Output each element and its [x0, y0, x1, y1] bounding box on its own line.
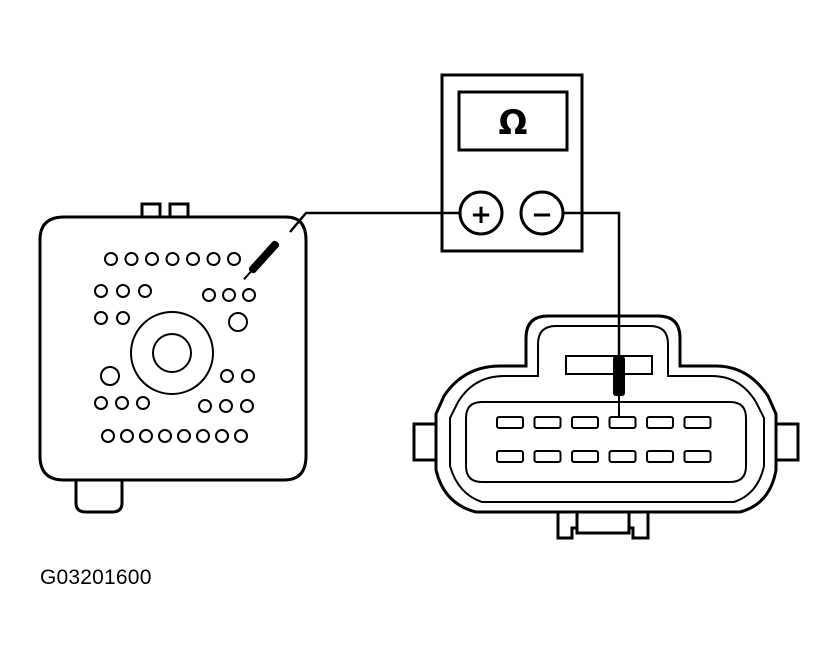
pin-cavity: [227, 252, 241, 266]
pin-cavity: [138, 284, 152, 298]
pin-cavity: [94, 284, 108, 298]
pin-cavity: [139, 429, 153, 443]
harness-shell-inner: [449, 325, 765, 503]
pin-cavity: [100, 366, 120, 386]
pin-cavity: [240, 399, 254, 413]
pin-cavity: [196, 429, 210, 443]
pin-cavity: [101, 429, 115, 443]
terminal: [683, 416, 712, 429]
terminal: [646, 450, 674, 463]
ohm-symbol: Ω: [499, 103, 528, 143]
pin-cavity: [198, 399, 212, 413]
positive-symbol: +: [470, 200, 492, 230]
pin-cavity: [116, 284, 130, 298]
pin-cavity: [158, 429, 172, 443]
pin-cavity: [241, 369, 255, 383]
harness-pins: [496, 416, 712, 463]
pin-cavity: [242, 288, 256, 302]
harness-connector: [412, 314, 800, 540]
ohmmeter: [440, 73, 584, 253]
test-leads: [289, 211, 621, 358]
pin-cavity: [228, 312, 248, 332]
pin-cavity: [145, 252, 159, 266]
terminal: [533, 416, 562, 429]
pin-cavity: [186, 252, 200, 266]
pin-cavity: [219, 399, 233, 413]
meter-display: [457, 90, 569, 152]
positive-probe: [243, 240, 280, 280]
pin-cavity: [206, 252, 221, 266]
pin-cavity: [165, 252, 180, 266]
negative-probe: [613, 356, 625, 418]
pin-cavity: [177, 429, 191, 443]
pin-cavity: [104, 252, 118, 266]
terminal: [571, 416, 599, 429]
lock-bar: [565, 355, 653, 375]
pin-cavity: [222, 288, 236, 302]
pin-cavity: [115, 396, 129, 410]
positive-lead-wire: [289, 211, 460, 233]
figure-id-label: G03201600: [40, 566, 152, 589]
terminal: [608, 450, 637, 463]
pin-cavity: [220, 369, 234, 383]
pin-cavity: [120, 429, 134, 443]
terminal: [496, 416, 524, 429]
terminal: [608, 416, 637, 429]
terminal: [571, 450, 599, 463]
terminal: [533, 450, 562, 463]
pin-cavity: [202, 288, 216, 302]
pin-cavity: [136, 396, 150, 410]
terminal: [496, 450, 524, 463]
negative-symbol: −: [531, 200, 553, 230]
pin-cavity: [234, 429, 248, 443]
module-body: [38, 215, 308, 482]
pin-cavity: [94, 396, 108, 410]
module-connector: [38, 202, 308, 514]
terminal: [683, 450, 712, 463]
pin-cavity: [215, 429, 229, 443]
center-boss-inner: [152, 333, 192, 373]
pin-cavity: [124, 252, 139, 266]
negative-lead-wire: [563, 211, 621, 358]
pin-cavity: [94, 311, 108, 325]
center-boss-outer: [130, 311, 214, 395]
terminal-cavity: [465, 401, 747, 483]
pin-cavity: [116, 311, 130, 325]
terminal: [646, 416, 674, 429]
module-pins: [94, 252, 256, 443]
